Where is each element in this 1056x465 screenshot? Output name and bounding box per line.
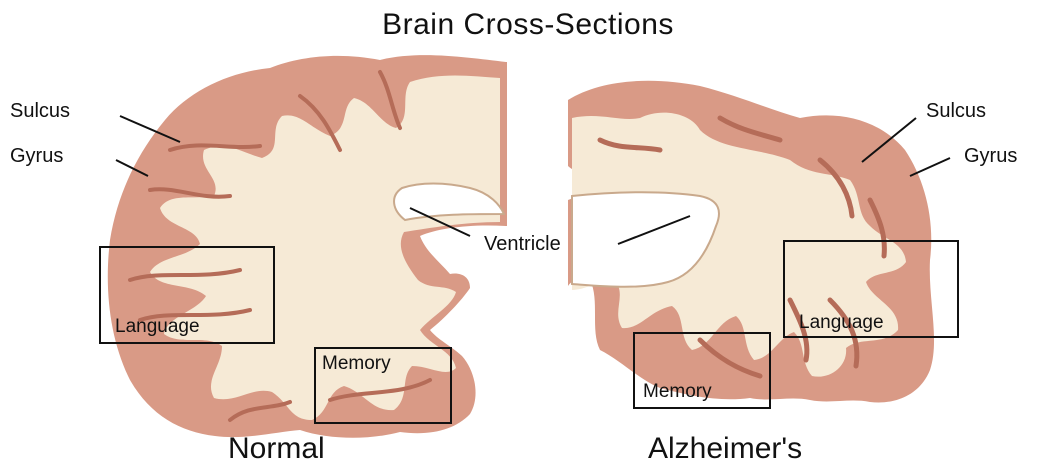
alzheimers-sulcus-label: Sulcus	[926, 101, 986, 121]
alzheimers-gyrus-label: Gyrus	[964, 146, 1017, 166]
normal-memory-region-box: Memory	[314, 347, 452, 424]
normal-language-label: Language	[115, 316, 200, 338]
alzheimers-gyrus-pointer	[910, 158, 950, 176]
alzheimers-memory-region-box: Memory	[633, 332, 771, 409]
alzheimers-caption: Alzheimer's	[648, 434, 802, 464]
normal-language-region-box: Language	[99, 246, 275, 344]
alzheimers-language-label: Language	[799, 312, 884, 334]
alzheimers-memory-label: Memory	[643, 381, 712, 403]
normal-gyrus-label: Gyrus	[10, 146, 63, 166]
normal-sulcus-label: Sulcus	[10, 101, 70, 121]
alzheimers-language-region-box: Language	[783, 240, 959, 338]
normal-caption: Normal	[228, 434, 325, 464]
page-title: Brain Cross-Sections	[0, 10, 1056, 40]
normal-memory-label: Memory	[322, 353, 391, 375]
ventricle-label: Ventricle	[484, 234, 561, 254]
